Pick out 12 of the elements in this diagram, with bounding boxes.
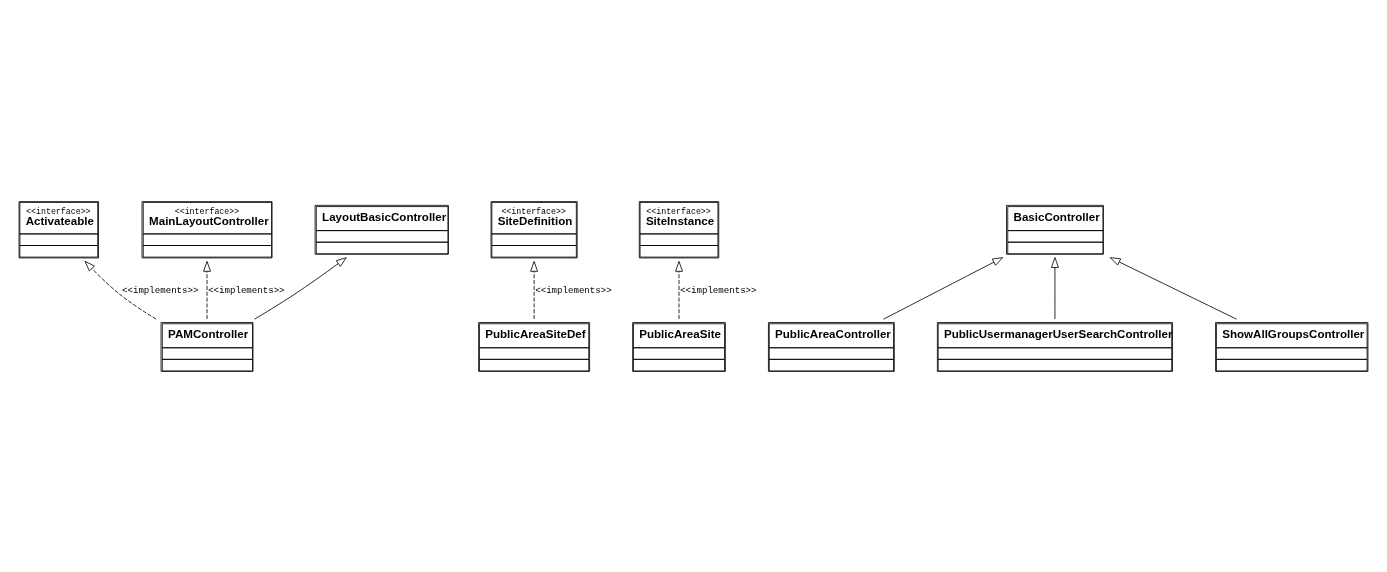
edge-label: <<implements>>: [208, 284, 285, 296]
edge-label: <<implements>>: [680, 284, 757, 296]
arrow: [675, 260, 683, 319]
arrow: [254, 256, 347, 320]
edge-label: <<implements>>: [535, 284, 612, 296]
arrow: [84, 260, 157, 319]
edge-label: <<implements>>: [122, 284, 199, 296]
arrow: [1109, 256, 1237, 320]
arrow: [1051, 256, 1059, 319]
arrow: [883, 256, 1004, 320]
arrow: [530, 260, 538, 319]
arrow: [203, 260, 211, 319]
